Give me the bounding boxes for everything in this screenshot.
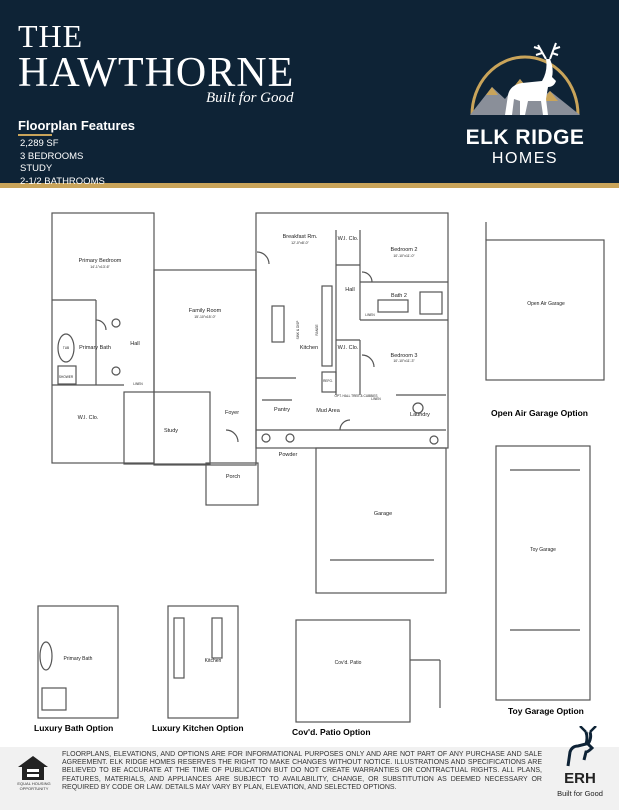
title-line-2: HAWTHORNE: [18, 50, 295, 96]
label-wic-top: W.I. Clo.: [338, 236, 359, 242]
brand-name: ELK RIDGE: [465, 126, 585, 149]
title-line-1: THE: [18, 18, 84, 54]
label-open-air-garage: Open Air Garage: [527, 301, 565, 307]
lux-bath-outline: [37, 605, 119, 719]
label-kitchen: Kitchen: [300, 345, 318, 351]
label-hall-right: Hall: [345, 287, 354, 293]
label-patio-room: Cov'd. Patio: [335, 660, 362, 666]
label-range: RANGE: [315, 324, 319, 335]
luxury-kitchen-option-label: Luxury Kitchen Option: [152, 723, 244, 733]
erh-elk-icon: [566, 726, 597, 767]
label-linen-1: LINEN: [133, 382, 143, 386]
label-sink: SINK & DISP: [296, 321, 300, 340]
label-shower: SHOWER: [59, 375, 74, 379]
patio-option-label: Cov'd. Patio Option: [292, 727, 371, 737]
feature-bathrooms: 2-1/2 BATHROOMS: [20, 175, 105, 187]
luxury-bath-option-label: Luxury Bath Option: [34, 723, 114, 733]
label-toy-garage: Toy Garage: [530, 547, 556, 553]
feature-bedrooms: 3 BEDROOMS: [20, 150, 84, 162]
footer: [0, 747, 619, 810]
label-porch: Porch: [226, 474, 240, 480]
label-linen-3: LINEN: [371, 397, 381, 401]
features-underline: [18, 134, 52, 136]
dim-breakfast: 12'-0"x8'-0": [291, 241, 309, 245]
label-powder: Powder: [279, 452, 298, 458]
gold-divider: [0, 183, 619, 188]
feature-study: STUDY: [20, 163, 53, 174]
open-air-garage-outline: [485, 239, 605, 381]
brand-sub: HOMES: [491, 150, 559, 167]
label-garage: Garage: [374, 511, 392, 517]
open-air-garage-option-label: Open Air Garage Option: [491, 408, 588, 418]
label-bath2: Bath 2: [391, 293, 407, 299]
label-lux-kitchen-room: Kitchen: [205, 658, 222, 664]
erh-monogram: ERH: [564, 770, 596, 787]
label-opt-hall-tree: OPT. HALL TREE & CUBBIES: [334, 394, 377, 398]
label-hall-left: Hall: [130, 341, 139, 347]
lux-kitchen-outline: [167, 605, 239, 719]
erh-tagline: Built for Good: [557, 789, 603, 798]
tagline: Built for Good: [206, 90, 294, 106]
study-outline: [123, 391, 211, 465]
label-breakfast: Breakfast Rm.: [283, 234, 318, 240]
patio-outline: [295, 619, 411, 723]
label-foyer: Foyer: [225, 410, 239, 416]
dim-primary-bedroom: 14'-1"x13'-6": [90, 265, 110, 269]
feature-sf: 2,289 SF: [20, 138, 59, 149]
label-linen-2: LINEN: [365, 313, 375, 317]
primary-suite-outline: [51, 212, 155, 464]
equal-housing-icon: [18, 756, 48, 780]
dim-family-room: 15'-10"x15'-0": [194, 315, 216, 319]
label-primary-bedroom: Primary Bedroom: [79, 258, 122, 264]
garage-outline: [315, 447, 447, 594]
floor-plan: Primary Bedroom 14'-1"x13'-6" Breakfast …: [37, 212, 605, 723]
porch-outline: [205, 462, 259, 506]
label-tub: TUB: [63, 346, 69, 350]
label-bedroom2: Bedroom 2: [391, 247, 418, 253]
features-title: Floorplan Features: [18, 118, 136, 133]
label-family-room: Family Room: [189, 308, 222, 314]
label-refg: REFG.: [323, 379, 333, 383]
dim-bedroom3: 10'-10"x11'-3": [393, 359, 415, 363]
label-primary-bath: Primary Bath: [79, 345, 111, 351]
label-pantry: Pantry: [274, 407, 290, 413]
toy-garage-outline: [495, 445, 591, 701]
toy-garage-option-label: Toy Garage Option: [508, 706, 584, 716]
label-study: Study: [164, 428, 178, 434]
label-lux-bath-room: Primary Bath: [64, 656, 93, 662]
label-mud-area: Mud Area: [316, 408, 340, 414]
elk-logo-icon: [470, 42, 580, 116]
label-wic-mid: W.I. Clo.: [338, 345, 359, 351]
label-bedroom3: Bedroom 3: [391, 353, 418, 359]
equal-housing-text: EQUAL HOUSING OPPORTUNITY: [17, 781, 51, 791]
label-wic-left: W.I. Clo.: [78, 415, 99, 421]
features-list: 2,289 SF 3 BEDROOMS STUDY 2-1/2 BATHROOM…: [20, 138, 105, 188]
label-laundry: Laundry: [410, 412, 430, 418]
disclaimer: FLOORPLANS, ELEVATIONS, AND OPTIONS ARE …: [62, 751, 542, 791]
dim-bedroom2: 10'-10"x11'-0": [393, 254, 415, 258]
